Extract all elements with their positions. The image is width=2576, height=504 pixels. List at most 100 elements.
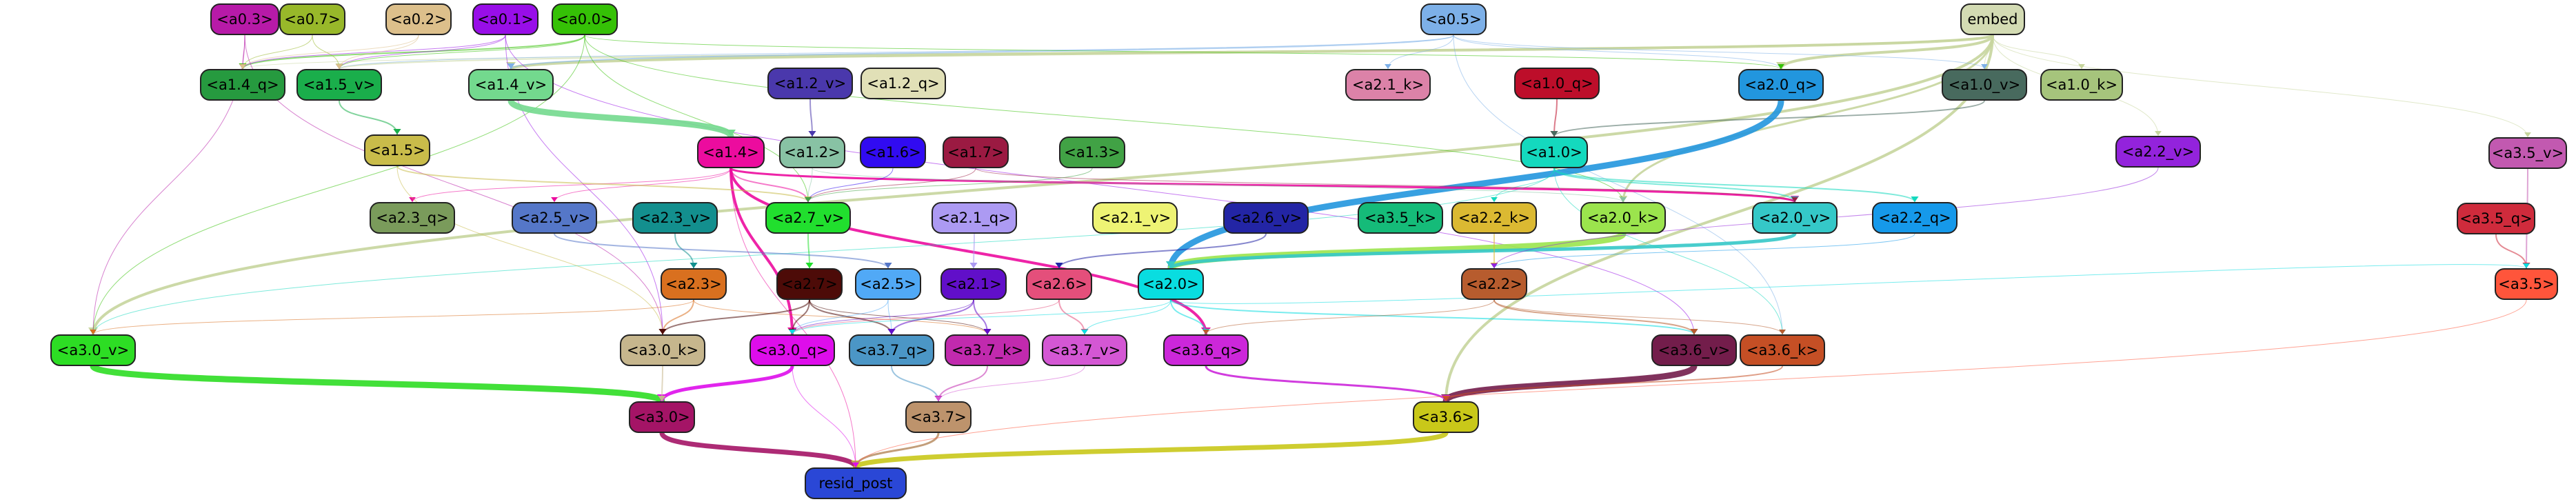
node-a2-6[interactable]: <a2.6> — [1026, 268, 1092, 300]
node-a3-0-v[interactable]: <a3.0_v> — [50, 334, 136, 366]
edge-a2-3-to-a3-0-k — [662, 299, 694, 335]
node-a2-2-k[interactable]: <a2.2_k> — [1451, 202, 1537, 234]
edge-embed-to-a3-0-v — [92, 34, 1994, 335]
node-a3-5-v[interactable]: <a3.5_v> — [2488, 137, 2567, 169]
node-a2-5[interactable]: <a2.5> — [855, 268, 921, 300]
node-a2-5-v[interactable]: <a2.5_v> — [512, 202, 597, 234]
node-a3-6-v[interactable]: <a3.6_v> — [1651, 334, 1737, 366]
node-a3-7-q[interactable]: <a3.7_q> — [849, 334, 934, 366]
edge-a1-2-to-a2-7-v — [807, 168, 813, 203]
edge-a2-2-to-a3-6-v — [1493, 299, 1695, 335]
edge-arrowhead — [1491, 197, 1498, 202]
node-a3-6-q[interactable]: <a3.6_q> — [1163, 334, 1249, 366]
node-a3-6[interactable]: <a3.6> — [1413, 401, 1479, 433]
edge-arrowhead — [805, 263, 814, 268]
node-a1-0-v[interactable]: <a1.0_v> — [1942, 69, 2027, 101]
edge-a3-7-v-to-a3-7 — [938, 365, 1085, 402]
edge-arrowhead — [1690, 329, 1698, 334]
node-resid-post[interactable]: resid_post — [805, 467, 907, 499]
node-a3-0-k[interactable]: <a3.0_k> — [620, 334, 705, 366]
edge-a3-0-q-to-a3-0 — [660, 365, 794, 402]
node-a2-1-q[interactable]: <a2.1_q> — [932, 202, 1017, 234]
edge-a2-6-v-to-a2-6 — [1058, 233, 1267, 269]
node-embed[interactable]: embed — [1960, 3, 2025, 35]
edge-arrowhead — [1203, 330, 1209, 334]
edge-a1-0-to-a2-2-k — [1493, 168, 1555, 203]
node-a2-1[interactable]: <a2.1> — [940, 268, 1007, 300]
node-a3-0[interactable]: <a3.0> — [629, 401, 695, 433]
node-a2-0-q[interactable]: <a2.0_q> — [1738, 69, 1824, 101]
node-a0-7[interactable]: <a0.7> — [279, 3, 345, 35]
node-a1-7[interactable]: <a1.7> — [943, 137, 1009, 168]
node-a2-0-v[interactable]: <a2.0_v> — [1752, 202, 1838, 234]
edge-a3-0-q-to-resid-post — [792, 365, 856, 468]
node-a1-2[interactable]: <a1.2> — [779, 137, 845, 168]
node-a3-7-v[interactable]: <a3.7_v> — [1042, 334, 1127, 366]
node-a2-7[interactable]: <a2.7> — [776, 268, 843, 300]
edge-a3-0-v-to-a3-0 — [90, 363, 665, 405]
node-a1-2-q[interactable]: <a1.2_q> — [861, 68, 946, 99]
edge-a0-7-to-a1-5-v — [312, 34, 340, 70]
edge-embed-to-a1-4-v — [510, 34, 1994, 70]
node-a0-2[interactable]: <a0.2> — [385, 3, 452, 35]
node-a3-0-q[interactable]: <a3.0_q> — [749, 334, 835, 366]
node-a1-3[interactable]: <a1.3> — [1059, 137, 1125, 168]
edge-embed-to-a1-0-k — [1992, 34, 2082, 70]
node-a0-1[interactable]: <a0.1> — [472, 3, 539, 35]
edge-arrowhead — [726, 130, 736, 137]
edge-a1-4-to-a3-6-q — [729, 168, 1207, 335]
node-a2-1-v[interactable]: <a2.1_v> — [1092, 202, 1178, 234]
edge-arrowhead — [551, 197, 558, 202]
node-a1-0-k[interactable]: <a1.0_k> — [2040, 69, 2123, 101]
node-a1-0[interactable]: <a1.0> — [1520, 137, 1588, 168]
node-a1-0-q[interactable]: <a1.0_q> — [1514, 68, 1600, 99]
node-a2-3[interactable]: <a2.3> — [661, 268, 727, 300]
edge-a3-5-to-resid-post — [855, 299, 2527, 468]
node-a1-2-v[interactable]: <a1.2_v> — [767, 68, 853, 99]
node-a0-3[interactable]: <a0.3> — [210, 3, 279, 35]
edge-a0-0-to-a1-5-v — [339, 34, 585, 70]
node-a3-5-k[interactable]: <a3.5_k> — [1358, 202, 1443, 234]
node-a3-7-k[interactable]: <a3.7_k> — [945, 334, 1030, 366]
node-a2-2[interactable]: <a2.2> — [1461, 268, 1527, 300]
edge-arrowhead — [1791, 197, 1798, 202]
node-a0-0[interactable]: <a0.0> — [552, 3, 618, 35]
edge-arrowhead — [1911, 196, 1919, 202]
node-a2-2-v[interactable]: <a2.2_v> — [2115, 136, 2201, 168]
node-a3-5[interactable]: <a3.5> — [2495, 268, 2558, 300]
edge-arrowhead — [1620, 197, 1627, 202]
node-a2-3-q[interactable]: <a2.3_q> — [370, 202, 455, 234]
edge-a0-2-to-a1-4-q — [242, 34, 419, 70]
node-a1-4-v[interactable]: <a1.4_v> — [468, 69, 554, 101]
edge-a1-7-to-a2-7-v — [807, 168, 976, 203]
edge-arrowhead — [409, 197, 416, 202]
node-a1-5-v[interactable]: <a1.5_v> — [296, 69, 382, 101]
edge-a3-0-to-resid-post — [659, 432, 858, 469]
node-a1-4-q[interactable]: <a1.4_q> — [200, 69, 285, 101]
node-a2-0[interactable]: <a2.0> — [1138, 268, 1204, 300]
edge-a1-0-to-a3-6-k — [1553, 168, 1783, 335]
edge-arrowhead — [1081, 330, 1088, 334]
node-a3-5-q[interactable]: <a3.5_q> — [2457, 203, 2535, 234]
node-a1-6[interactable]: <a1.6> — [860, 137, 926, 168]
edge-a1-4-v-to-a1-4 — [507, 99, 734, 139]
edge-arrowhead — [90, 330, 97, 334]
node-a2-2-q[interactable]: <a2.2_q> — [1872, 202, 1958, 234]
node-a2-1-k[interactable]: <a2.1_k> — [1345, 69, 1431, 101]
edge-a1-5-v-to-a1-5 — [339, 100, 398, 135]
node-a2-7-v[interactable]: <a2.7_v> — [765, 202, 851, 234]
node-a3-7[interactable]: <a3.7> — [905, 401, 972, 433]
edge-arrowhead — [789, 330, 796, 334]
edge-a0-1-to-a1-4-q — [242, 34, 506, 70]
edge-arrowhead — [983, 329, 992, 334]
node-a0-5[interactable]: <a0.5> — [1420, 3, 1487, 35]
node-a2-0-k[interactable]: <a2.0_k> — [1580, 202, 1666, 234]
node-a1-4[interactable]: <a1.4> — [697, 137, 765, 168]
node-a3-6-k[interactable]: <a3.6_k> — [1740, 334, 1825, 366]
edge-a1-7-to-a2-0-v — [975, 168, 1795, 203]
node-a1-5[interactable]: <a1.5> — [364, 134, 430, 166]
edge-arrowhead — [690, 263, 698, 268]
edge-arrowhead — [1442, 396, 1450, 401]
node-a2-6-v[interactable]: <a2.6_v> — [1223, 202, 1309, 234]
node-a2-3-v[interactable]: <a2.3_v> — [632, 202, 718, 234]
